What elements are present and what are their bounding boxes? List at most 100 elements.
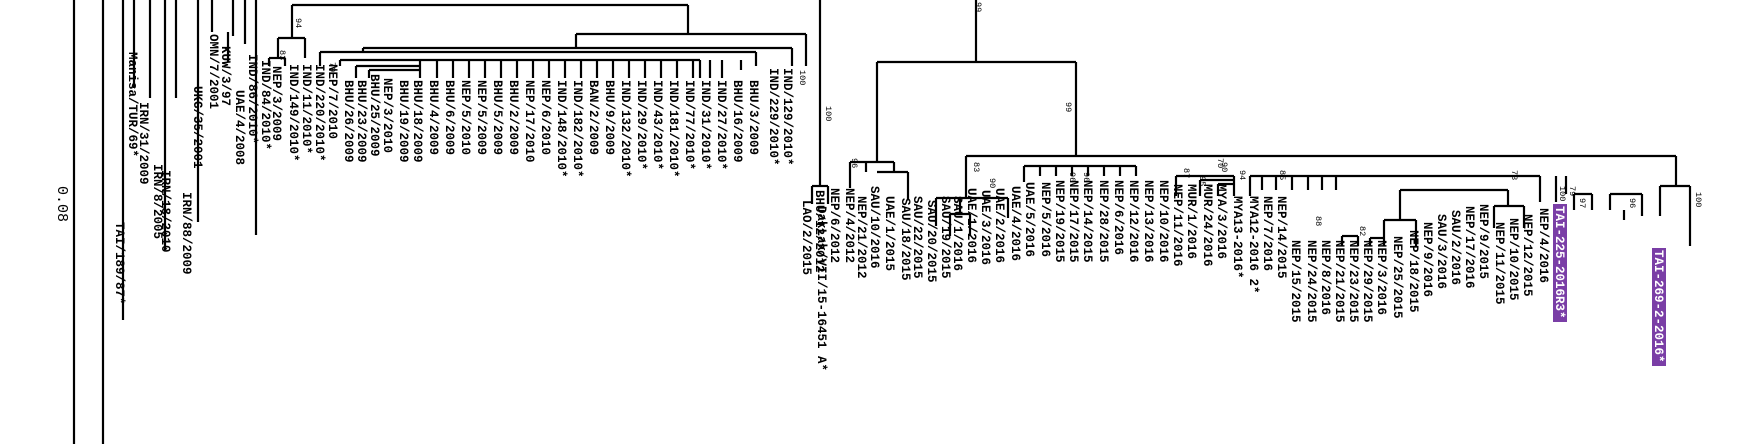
leaf-label: NEP/3/2016 xyxy=(1374,240,1388,315)
tree-leaf: UAE/2/2016 xyxy=(992,188,1006,263)
leaf-label: NEP/17/2010 xyxy=(522,80,536,163)
bootstrap-label: 79 xyxy=(327,62,337,72)
tree-leaf: NEP/28/2015 xyxy=(1096,180,1110,263)
tree-leaf: IRN/8/2005 xyxy=(150,164,164,239)
tree-leaf: IRN/31/2009 xyxy=(136,102,150,185)
bootstrap-value: 95 xyxy=(1197,176,1207,186)
leaf-label: BHU/3/2009 xyxy=(746,80,760,155)
tree-leaf: NEP/18/2015 xyxy=(1406,230,1420,313)
leaf-label: BHU/26/2009 xyxy=(341,80,355,163)
leaf-label: IND/86/2010* xyxy=(245,54,259,144)
tree-leaf: IND/149/2010* xyxy=(286,64,300,162)
leaf-label: NEP/3/2009 xyxy=(269,66,283,141)
bootstrap-value: 96 xyxy=(1627,198,1637,208)
tree-leaf: NEP/17/2016 xyxy=(1462,206,1476,289)
leaf-label: BAN/2/2009 xyxy=(586,80,600,155)
leaf-label: IRN/18/2010 xyxy=(158,170,172,253)
tree-leaf: NEP/11/2016 xyxy=(1170,184,1184,267)
leaf-label: NEP/21/2015 xyxy=(1332,240,1346,323)
tree-leaf: DakLak/VII/15-16451 A* xyxy=(814,206,828,371)
tree-leaf: BHU/4/2009 xyxy=(426,80,440,155)
leaf-label: NEP/5/2009 xyxy=(474,80,488,155)
leaf-label: NEP/21/2012 xyxy=(854,196,868,279)
leaf-label: NEP/5/2016 xyxy=(1038,182,1052,257)
tree-leaf: IND/77/2010* xyxy=(682,80,696,170)
tree-leaf: BHU/25/2009 xyxy=(367,74,381,157)
bootstrap-value: 88 xyxy=(1313,216,1323,226)
leaf-label: SAU/18/2015 xyxy=(898,198,912,281)
tree-leaf: MYA12-2016 2* xyxy=(1246,196,1260,294)
tree-leaf: KUW/3/97 xyxy=(218,46,232,106)
leaf-label: UAE/4/2008 xyxy=(232,90,246,165)
tree-leaf: NEP/21/2015 xyxy=(1332,240,1346,323)
leaf-label: OMN/7/2001 xyxy=(206,34,220,109)
tree-leaf: TAI-269-2-2016* xyxy=(1651,248,1666,366)
leaf-label: DakLak/VII/15-16451 A* xyxy=(814,206,828,371)
tree-leaf: NEP/12/2016 xyxy=(1126,180,1140,263)
tree-leaf: NEP/21/2012 xyxy=(854,196,868,279)
bootstrap-label: 83 xyxy=(971,162,981,172)
bootstrap-label: 90 xyxy=(987,178,997,188)
tree-leaf: BHU/26/2009 xyxy=(341,80,355,163)
tree-leaf: IND/86/2010* xyxy=(245,54,259,144)
leaf-label: NEP/9/2016 xyxy=(1420,222,1434,297)
leaf-label: IND/29/2010* xyxy=(634,80,648,170)
bootstrap-label: 94 xyxy=(293,18,303,28)
tree-leaf: LAO/2/2015 xyxy=(799,200,813,275)
tree-leaf: UAE/3/2016 xyxy=(978,190,992,265)
leaf-label: BHU/2/2009 xyxy=(506,80,520,155)
tree-leaf: NEP/8/2016 xyxy=(1318,240,1332,315)
tree-leaf: BHU/18/2009 xyxy=(410,80,424,163)
leaf-label: IND/149/2010* xyxy=(286,64,300,162)
bootstrap-value: 87 xyxy=(1181,168,1191,178)
bootstrap-label: 95 xyxy=(1197,176,1207,186)
leaf-label: SAU/20/2015 xyxy=(924,200,938,283)
bootstrap-value: 94 xyxy=(293,18,303,28)
bootstrap-label: 79 xyxy=(1567,186,1577,196)
leaf-label: IRN/8/2005 xyxy=(150,164,164,239)
leaf-label: SAU/19/2015 xyxy=(938,196,952,279)
leaf-label: BHU/23/2009 xyxy=(354,80,368,163)
bootstrap-value: 79 xyxy=(327,62,337,72)
leaf-label: IND/31/2010* xyxy=(698,80,712,170)
leaf-label: SAU/10/2016 xyxy=(867,186,881,269)
bootstrap-label: 100 xyxy=(1693,192,1703,207)
tree-leaf: BHU/5/2009 xyxy=(490,80,504,155)
tree-leaf: SAU/1/2016 xyxy=(950,196,964,271)
tree-leaf: UAE/1/2016 xyxy=(964,188,978,263)
bootstrap-value: 100 xyxy=(1693,192,1703,207)
bootstrap-label: 96 xyxy=(1067,172,1077,182)
leaf-label: MUR/1/2016 xyxy=(1184,184,1198,259)
tree-leaf: NEP/6/2010 xyxy=(538,80,552,155)
bootstrap-value: 96 xyxy=(1081,172,1091,182)
leaf-label: IND/132/2010* xyxy=(618,80,632,178)
tree-leaf: IND/129/2010* xyxy=(780,68,794,166)
leaf-label: TAI-269-2-2016* xyxy=(1651,250,1665,363)
tree-leaf: IND/84/2010* xyxy=(258,60,272,150)
bootstrap-value: 100 xyxy=(1557,186,1567,201)
leaf-label: MYA/3/2016 xyxy=(1214,184,1228,259)
tree-leaf: NEP/25/2015 xyxy=(1390,236,1404,319)
bootstrap-value: 83 xyxy=(971,162,981,172)
tree-leaf: IND/132/2010* xyxy=(618,80,632,178)
tree-leaf: BHU/9/2009 xyxy=(602,80,616,155)
tree-leaf: NEP/7/2010 xyxy=(325,64,339,139)
leaf-label: MUR/24/2016 xyxy=(1200,184,1214,267)
leaf-label: IND/84/2010* xyxy=(258,60,272,150)
leaf-label: MYA13-2016* xyxy=(1230,196,1244,279)
tree-leaf: NEP/6/2016 xyxy=(1111,180,1125,255)
leaf-label: IRN/31/2009 xyxy=(136,102,150,185)
bootstrap-label: 88 xyxy=(1313,216,1323,226)
tree-leaf: SAU/19/2015 xyxy=(938,196,952,279)
leaf-label: TAI/189/87* xyxy=(112,222,126,305)
leaf-label: IND/129/2010* xyxy=(780,68,794,166)
bootstrap-value: 96 xyxy=(849,158,859,168)
tree-leaf: NEP/5/2010 xyxy=(458,80,472,155)
leaf-label: NEP/11/2015 xyxy=(1492,222,1506,305)
leaf-label: NEP/14/2015 xyxy=(1080,180,1094,263)
leaf-label: BHU/4/2009 xyxy=(426,80,440,155)
bootstrap-label: 87 xyxy=(1181,168,1191,178)
leaf-labels: TAI/189/87*Manisa/TUR/69*IRN/31/2009IRN/… xyxy=(112,34,1666,371)
leaf-label: NEP/13/2016 xyxy=(1141,180,1155,263)
leaf-label: NEP/7/2010 xyxy=(325,64,339,139)
